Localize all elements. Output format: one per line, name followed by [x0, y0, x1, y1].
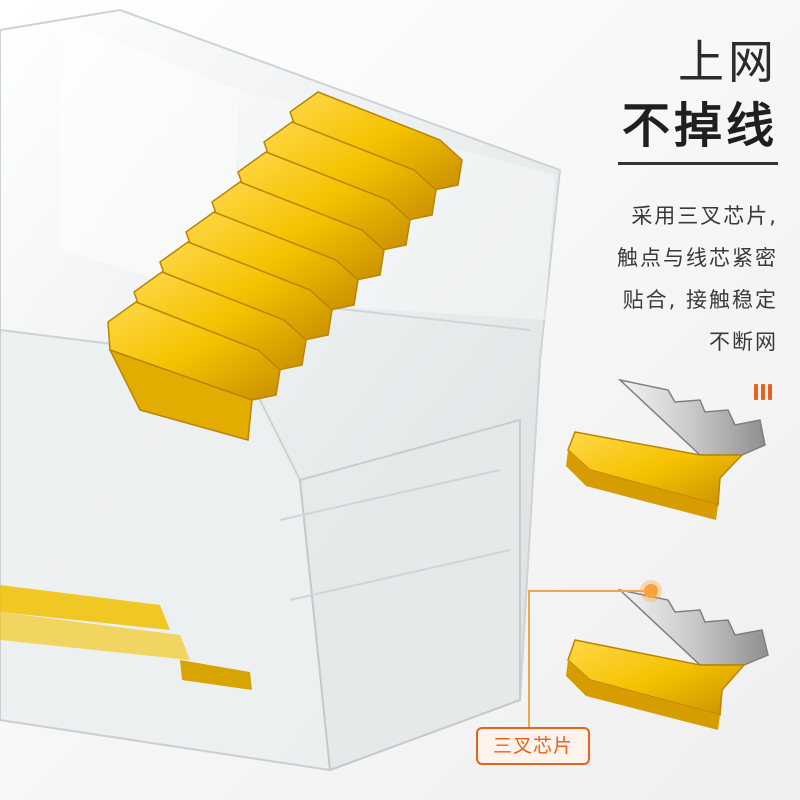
description-line: 采用三叉芯片,	[631, 204, 778, 228]
headline-divider	[618, 162, 778, 165]
contact-pin	[237, 151, 411, 251]
contact-pin	[107, 301, 281, 441]
contact-pin	[159, 241, 333, 341]
description-line: 贴合, 接触稳定	[622, 288, 778, 312]
callout-dot-icon	[644, 584, 658, 598]
contact-pin	[263, 121, 437, 221]
contact-pin	[185, 211, 359, 311]
contact-chip-closeup-2	[566, 588, 769, 730]
contact-chip-closeup-1	[566, 378, 766, 520]
bar	[768, 384, 772, 400]
bar	[754, 384, 758, 400]
description-line: 触点与线芯紧密	[617, 246, 778, 270]
callout-leader-vertical	[528, 590, 530, 734]
contact-pin	[289, 91, 463, 191]
headline-line2: 不掉线	[621, 98, 778, 154]
chip-label-badge: 三叉芯片	[476, 727, 590, 765]
three-bars-icon	[754, 384, 772, 400]
bar	[761, 384, 765, 400]
contact-pin	[211, 181, 385, 281]
callout-leader-horizontal	[528, 590, 650, 592]
headline-line1: 上网	[678, 35, 778, 89]
contact-pin	[133, 271, 307, 371]
description-line: 不断网	[709, 330, 778, 354]
lower-contacts	[0, 585, 252, 690]
contact-pins	[107, 91, 463, 441]
connector-body	[0, 8, 562, 772]
